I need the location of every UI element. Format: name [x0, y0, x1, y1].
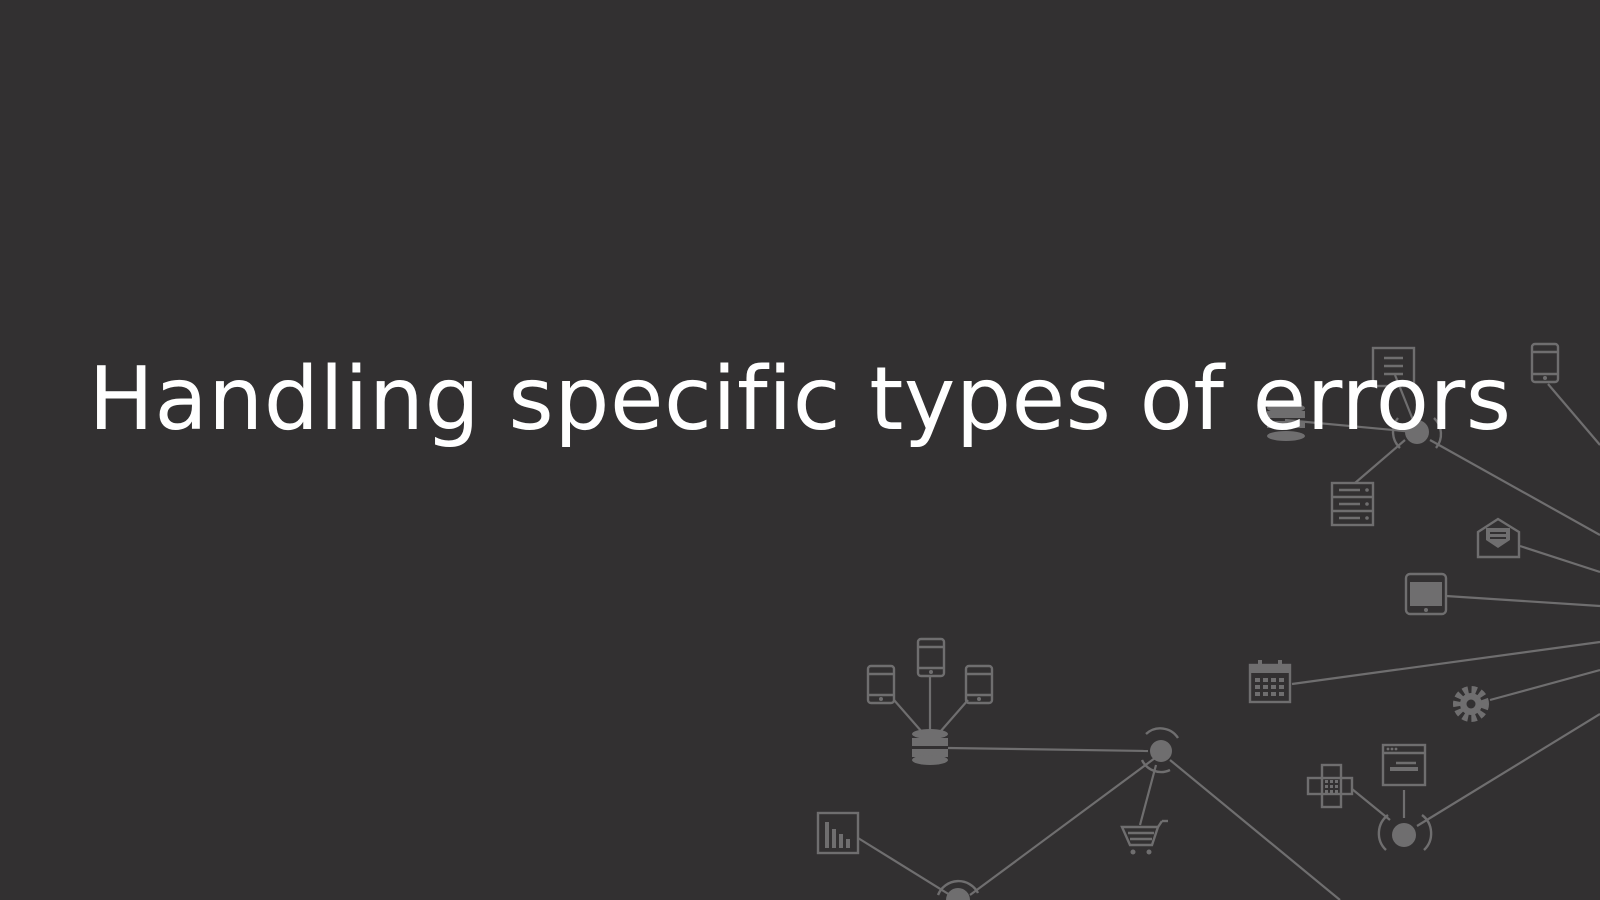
phone-icon: [866, 664, 896, 705]
fax-icon: [1306, 763, 1354, 809]
chart-icon: [816, 811, 860, 855]
server-icon: [1330, 481, 1375, 527]
phone-icon: [916, 637, 946, 678]
slide-title: Handling specific types of errors: [88, 348, 1512, 450]
calendar-icon: [1248, 660, 1292, 704]
database-icon: [912, 729, 948, 765]
gear-icon: [1453, 686, 1489, 722]
hub-node-icon: [1140, 727, 1180, 774]
document-icon: [1371, 346, 1416, 388]
phone-icon: [1530, 342, 1560, 384]
database-icon: [1267, 403, 1305, 441]
tablet-icon: [1404, 572, 1448, 616]
mail-icon: [1476, 517, 1521, 559]
connection-lines: [857, 374, 1600, 900]
hub-node-icon: [1391, 417, 1443, 449]
phone-icon: [964, 664, 994, 705]
hub-node-icon: [936, 879, 980, 900]
browser-window-icon: [1381, 743, 1427, 787]
hub-node-icon: [1377, 814, 1433, 851]
cart-icon: [1120, 819, 1168, 855]
